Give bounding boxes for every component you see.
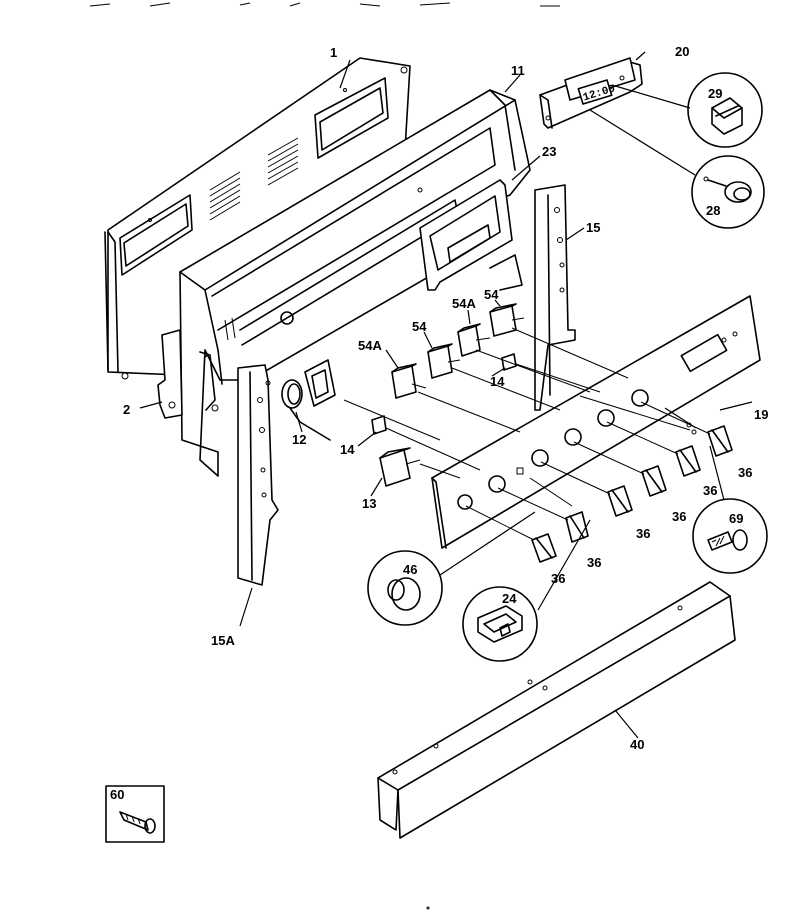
label-12: 12 xyxy=(292,432,306,447)
control-knob-3 xyxy=(607,485,633,517)
control-knob-2 xyxy=(565,511,589,543)
label-2: 2 xyxy=(123,402,130,417)
label-54a-top: 54A xyxy=(452,296,476,311)
label-29: 29 xyxy=(708,86,722,101)
control-knob-5 xyxy=(675,445,701,477)
label-54-top: 54 xyxy=(484,287,499,302)
label-14-top: 14 xyxy=(490,374,505,389)
control-knob-6 xyxy=(707,425,733,457)
label-36-f: 36 xyxy=(551,571,565,586)
side-bracket-right xyxy=(534,184,576,411)
connector-14 xyxy=(371,415,387,435)
label-36-c: 36 xyxy=(672,509,686,524)
label-19: 19 xyxy=(754,407,768,422)
mount-bracket xyxy=(157,329,183,419)
lower-trim-strip xyxy=(377,581,736,839)
label-36-d: 36 xyxy=(636,526,650,541)
switch-54a-top xyxy=(457,323,491,357)
trim-frame xyxy=(419,179,523,291)
label-1: 1 xyxy=(330,45,337,60)
screw-60-box xyxy=(105,785,165,843)
side-bracket-left xyxy=(237,364,279,586)
switch-54-top xyxy=(489,303,525,337)
label-40: 40 xyxy=(630,737,644,752)
screw-69-callout xyxy=(692,445,768,574)
control-knob-1 xyxy=(531,533,557,563)
label-20: 20 xyxy=(675,44,689,59)
label-11: 11 xyxy=(511,63,525,78)
control-housing xyxy=(179,89,531,477)
label-28: 28 xyxy=(706,203,720,218)
label-36-a: 36 xyxy=(738,465,752,480)
leader-lines xyxy=(139,51,753,739)
label-14: 14 xyxy=(340,442,355,457)
label-46: 46 xyxy=(403,562,417,577)
label-15: 15 xyxy=(586,220,600,235)
switch-24-callout xyxy=(462,519,591,662)
control-knob-4 xyxy=(641,465,667,497)
clock-button-callout xyxy=(589,109,765,229)
oven-thermostat xyxy=(281,359,336,441)
label-23: 23 xyxy=(542,144,556,159)
switch-54 xyxy=(427,343,461,379)
timer-knob-callout xyxy=(611,72,763,148)
button-46-callout xyxy=(367,511,536,626)
label-54a: 54A xyxy=(358,338,382,353)
top-edge-artifacts xyxy=(89,2,560,7)
part-labels: 1 11 20 29 28 23 15 54A 54 54 54A 14 2 1… xyxy=(110,44,768,802)
clock-assembly: 12:00 xyxy=(539,57,643,129)
signal-switch xyxy=(379,447,421,487)
label-60: 60 xyxy=(110,787,124,802)
control-panel-knob-holes xyxy=(457,389,649,510)
label-15a: 15A xyxy=(211,633,235,648)
label-54: 54 xyxy=(412,319,427,334)
switch-54a xyxy=(391,363,427,399)
label-24: 24 xyxy=(502,591,517,606)
label-36-e: 36 xyxy=(587,555,601,570)
label-36-b: 36 xyxy=(703,483,717,498)
label-69: 69 xyxy=(729,511,743,526)
label-13: 13 xyxy=(362,496,376,511)
control-panel xyxy=(431,295,761,549)
